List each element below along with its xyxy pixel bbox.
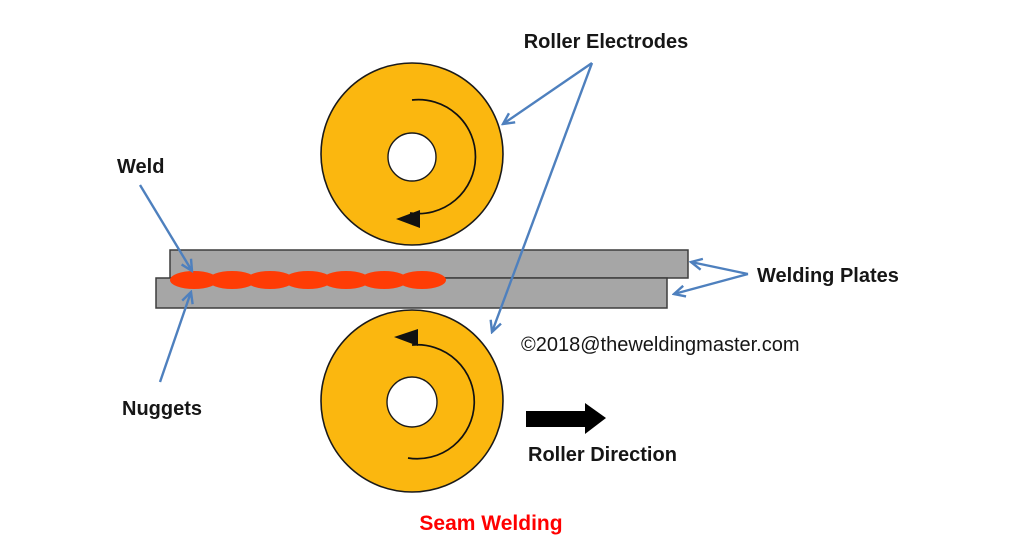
weld-nugget xyxy=(208,271,256,289)
diagram-caption: Seam Welding xyxy=(419,512,563,535)
weld-nugget xyxy=(284,271,332,289)
rotation-arrowhead-bottom-icon xyxy=(394,329,418,346)
weld-nugget xyxy=(360,271,408,289)
rotation-arrow-bottom xyxy=(407,343,476,460)
label-nuggets: Nuggets xyxy=(122,398,202,420)
roller-electrode-top-hub xyxy=(387,132,437,182)
rotation-arrow-top xyxy=(409,98,477,215)
copyright-text: ©2018@theweldingmaster.com xyxy=(521,334,800,356)
weld-nugget xyxy=(322,271,370,289)
label-weld: Weld xyxy=(117,156,165,178)
label-roller-electrodes: Roller Electrodes xyxy=(523,31,689,53)
leader-arrow-roller-electrode-bottom xyxy=(492,62,594,332)
label-welding-plates: Welding Plates xyxy=(757,265,899,287)
roller-direction-arrow-icon xyxy=(526,403,606,434)
leader-arrow-weld xyxy=(138,184,192,271)
leader-arrow-nuggets xyxy=(158,292,191,383)
leader-arrow-welding-plate-bottom xyxy=(674,272,749,294)
weld-nugget xyxy=(246,271,294,289)
weld-nugget xyxy=(398,271,446,289)
roller-electrode-bottom xyxy=(320,309,504,493)
leader-arrow-roller-electrode-top xyxy=(503,62,593,124)
weld-nugget xyxy=(170,271,218,289)
roller-electrode-top xyxy=(320,62,504,246)
label-roller-direction: Roller Direction xyxy=(528,444,677,466)
roller-electrode-bottom-hub xyxy=(386,376,438,428)
leader-arrow-welding-plate-top xyxy=(691,262,749,276)
rotation-arrowhead-top-icon xyxy=(396,210,420,228)
weld-nuggets xyxy=(170,271,446,289)
